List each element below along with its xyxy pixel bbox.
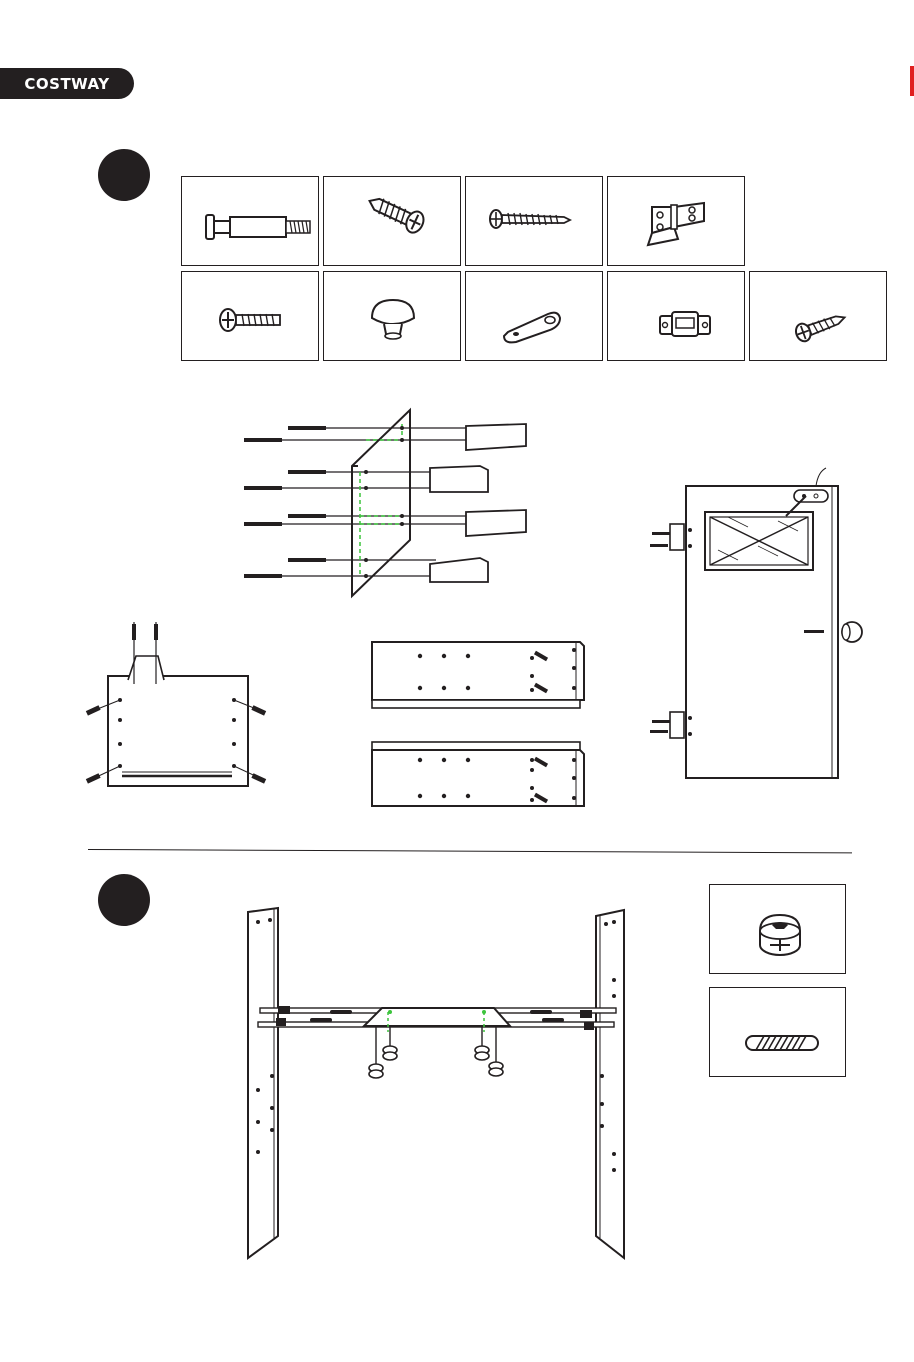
hardware-cam-bolt-box bbox=[181, 176, 319, 266]
long-screw-icon bbox=[466, 177, 604, 267]
step-1-dot bbox=[98, 149, 150, 201]
door-plate-icon bbox=[466, 272, 604, 362]
bottom-panel-diagram bbox=[82, 620, 272, 790]
lower-rail-diagram bbox=[368, 738, 588, 814]
small-screw-icon bbox=[750, 272, 888, 362]
section-divider bbox=[88, 849, 852, 853]
hinge-icon bbox=[608, 177, 746, 267]
hardware-long-screw-box bbox=[465, 176, 603, 266]
hardware-machine-screw-box bbox=[181, 271, 319, 361]
door-assembly-diagram bbox=[648, 466, 866, 782]
cam-lock-icon bbox=[710, 885, 847, 975]
page-edge-mark bbox=[910, 66, 914, 96]
brand-logo: COSTWAY bbox=[0, 68, 134, 99]
step-2-dot bbox=[98, 874, 150, 926]
hardware-knob-box bbox=[323, 271, 461, 361]
short-screw-icon bbox=[324, 177, 462, 267]
hardware-plate-box bbox=[465, 271, 603, 361]
side-panel-blocks-diagram bbox=[236, 404, 536, 604]
wooden-dowel-icon bbox=[710, 988, 847, 1078]
hardware-short-screw-box bbox=[323, 176, 461, 266]
latch-icon bbox=[608, 272, 746, 362]
cam-bolt-icon bbox=[182, 177, 320, 267]
wooden-dowel-box bbox=[709, 987, 846, 1077]
machine-screw-icon bbox=[182, 272, 320, 362]
hardware-hinge-box bbox=[607, 176, 745, 266]
frame-assembly-diagram bbox=[240, 906, 636, 1264]
cam-lock-box bbox=[709, 884, 846, 974]
upper-rail-diagram bbox=[368, 638, 588, 714]
knob-icon bbox=[324, 272, 462, 362]
hardware-latch-box bbox=[607, 271, 745, 361]
hardware-small-screw-box bbox=[749, 271, 887, 361]
